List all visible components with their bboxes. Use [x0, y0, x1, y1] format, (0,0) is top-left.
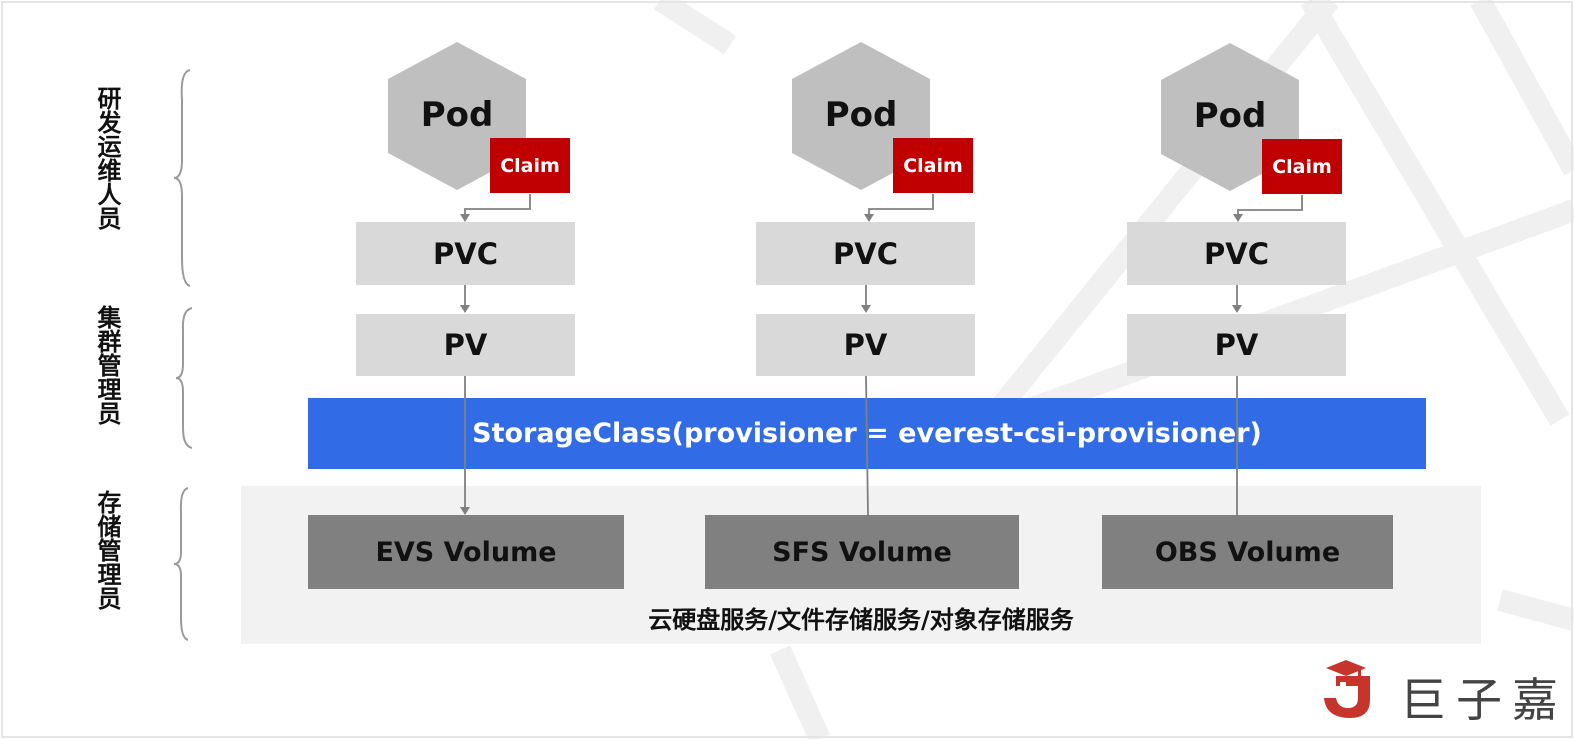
pvc-box: PVC: [756, 222, 975, 285]
pod-label: Pod: [824, 95, 898, 135]
claim-badge: Claim: [893, 138, 973, 193]
storage-class-bar: StorageClass(provisioner = everest-csi-p…: [308, 398, 1426, 469]
role-cluster-admin: 集群管理员: [93, 305, 121, 425]
volume-box: EVS Volume: [308, 515, 624, 589]
claim-badge: Claim: [490, 138, 570, 193]
logo-text: 巨子嘉: [1400, 673, 1568, 727]
claim-badge: Claim: [1262, 139, 1342, 194]
pvc-box: PVC: [356, 222, 575, 285]
pv-box: PV: [1127, 314, 1346, 376]
volume-box: SFS Volume: [705, 515, 1019, 589]
services-caption: 云硬盘服务/文件存储服务/对象存储服务: [648, 606, 1074, 634]
logo-icon: [1324, 660, 1370, 718]
pvc-box: PVC: [1127, 222, 1346, 285]
volume-box: OBS Volume: [1102, 515, 1393, 589]
pv-box: PV: [756, 314, 975, 376]
pv-box: PV: [356, 314, 575, 376]
pod-label: Pod: [420, 95, 494, 135]
role-dev-ops: 研发运维人员: [93, 86, 121, 230]
pod-label: Pod: [1193, 96, 1267, 136]
role-storage-admin: 存储管理员: [93, 490, 121, 610]
